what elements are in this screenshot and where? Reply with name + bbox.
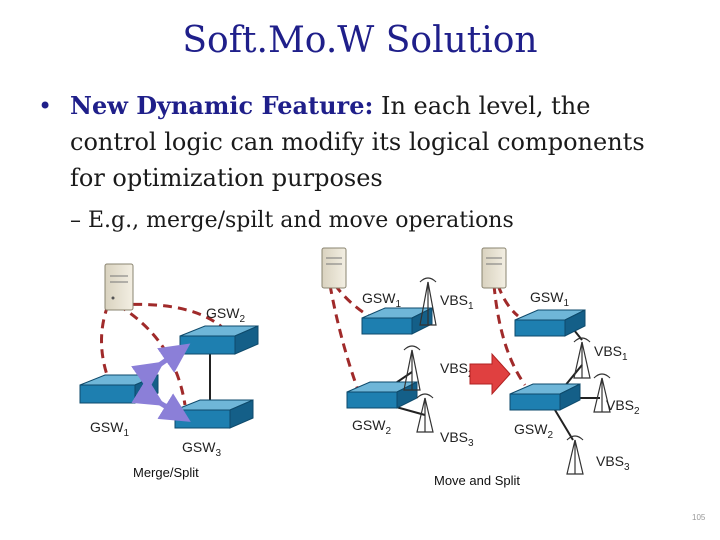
label-gsw2-middle: GSW2 (352, 417, 391, 437)
controller-server-left (104, 263, 134, 311)
bullet-text: New Dynamic Feature: In each level, the … (38, 88, 678, 196)
label-gsw1-right: GSW1 (530, 289, 569, 309)
label-vbs3-middle: VBS3 (440, 429, 474, 449)
tower-vbs1-right (573, 337, 591, 379)
label-gsw1-left: GSW1 (90, 419, 129, 439)
switch-gsw2-left (179, 325, 259, 355)
controller-server-right (481, 247, 507, 289)
label-vbs2-right: VBS2 (606, 397, 640, 417)
caption-move-split: Move and Split (434, 473, 520, 488)
label-gsw2-right: GSW2 (514, 421, 553, 441)
right-panel: GSW1 VBS1 VBS2 GSW2 VBS3 (481, 247, 640, 475)
label-vbs2-middle: VBS2 (440, 360, 474, 380)
main-bullet: • New Dynamic Feature: In each level, th… (38, 88, 678, 196)
sub-bullet: – E.g., merge/spilt and move operations (70, 208, 514, 233)
label-gsw2-left: GSW2 (206, 305, 245, 325)
slide-title: Soft.Mo.W Solution (182, 20, 538, 61)
switch-gsw1-right (514, 309, 586, 337)
merge-split-arrows (131, 343, 191, 422)
controller-server-middle (321, 247, 347, 289)
bullet-bold: New Dynamic Feature: (70, 91, 374, 120)
tower-vbs2-right (593, 373, 611, 413)
transform-arrow (469, 352, 511, 396)
bullet-body: In each level, the control logic can mod… (70, 92, 645, 192)
label-vbs1-right: VBS1 (594, 343, 628, 363)
tower-vbs3-middle (416, 393, 434, 433)
switch-gsw3-left (174, 399, 254, 429)
tower-vbs3-right (566, 435, 584, 475)
switch-gsw2-right (509, 383, 581, 411)
page-number: 105 (692, 513, 706, 522)
switch-gsw2-middle (346, 381, 418, 409)
label-gsw3-left: GSW3 (182, 439, 221, 459)
left-panel: GSW2 GSW1 GSW3 Merge/Split (79, 263, 259, 480)
tower-vbs1-middle (419, 277, 437, 326)
label-gsw1-middle: GSW1 (362, 290, 401, 310)
label-vbs3-right: VBS3 (596, 453, 630, 473)
label-vbs1-middle: VBS1 (440, 292, 474, 312)
bullet-dot: • (38, 92, 53, 120)
tower-vbs2-middle (403, 345, 421, 391)
switch-gsw1-middle (361, 307, 433, 335)
caption-merge-split: Merge/Split (133, 465, 199, 480)
